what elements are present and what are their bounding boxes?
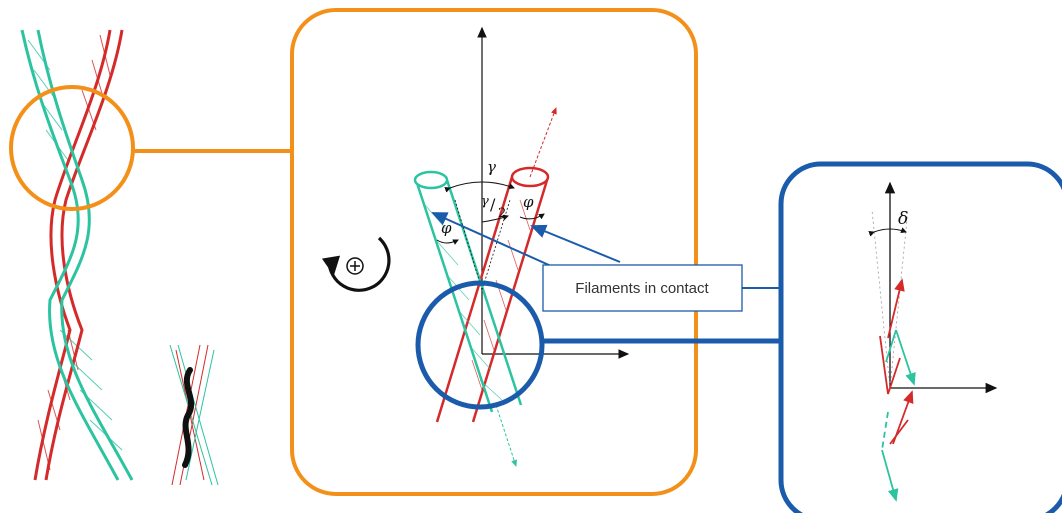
teal-filament-cylinder — [413, 170, 523, 413]
gamma-half-slash: / — [490, 195, 496, 214]
middle-zoom-circle — [415, 280, 545, 410]
gamma-arc — [444, 181, 515, 193]
filaments-in-contact-label-box — [542, 264, 743, 312]
right-blue-panel — [778, 161, 1062, 513]
red-filament-hatching — [37, 34, 111, 471]
delta-symbol: δ — [898, 209, 908, 229]
callout-pointer-red — [530, 224, 621, 263]
phi-symbol-red: φ — [523, 193, 534, 211]
phi-symbol-teal: φ — [441, 219, 452, 237]
middle-orange-panel — [290, 8, 698, 496]
phi-arc-teal — [436, 239, 459, 245]
teal-filament-strand-a — [20, 29, 120, 481]
plus-circle-icon — [346, 257, 364, 275]
left-zoom-circle — [9, 85, 135, 211]
red-filament-strand-b — [44, 29, 124, 481]
teal-direction-arrow — [495, 404, 517, 467]
filaments-in-contact-label: Filaments in contact — [575, 280, 709, 297]
small-twisted-pair — [169, 344, 219, 485]
contact-line-black — [182, 367, 195, 468]
gamma-half-denominator: 2 — [498, 206, 506, 221]
red-direction-arrow — [529, 107, 557, 178]
gamma-half-arc — [481, 214, 509, 223]
red-force-vectors — [879, 278, 914, 445]
gamma-half-numerator: γ — [481, 194, 489, 209]
delta-arc — [868, 227, 907, 237]
callout-pointer-teal — [431, 212, 561, 271]
delta-left-guide — [871, 209, 891, 389]
phi-arc-red — [519, 213, 545, 220]
rotation-direction-icon — [321, 236, 391, 292]
gamma-symbol: γ — [487, 158, 496, 176]
teal-filament-strand-b — [36, 29, 134, 481]
teal-force-vectors — [881, 329, 916, 502]
twisted-filament-pair — [20, 29, 134, 481]
red-filament-strand-a — [33, 29, 112, 481]
